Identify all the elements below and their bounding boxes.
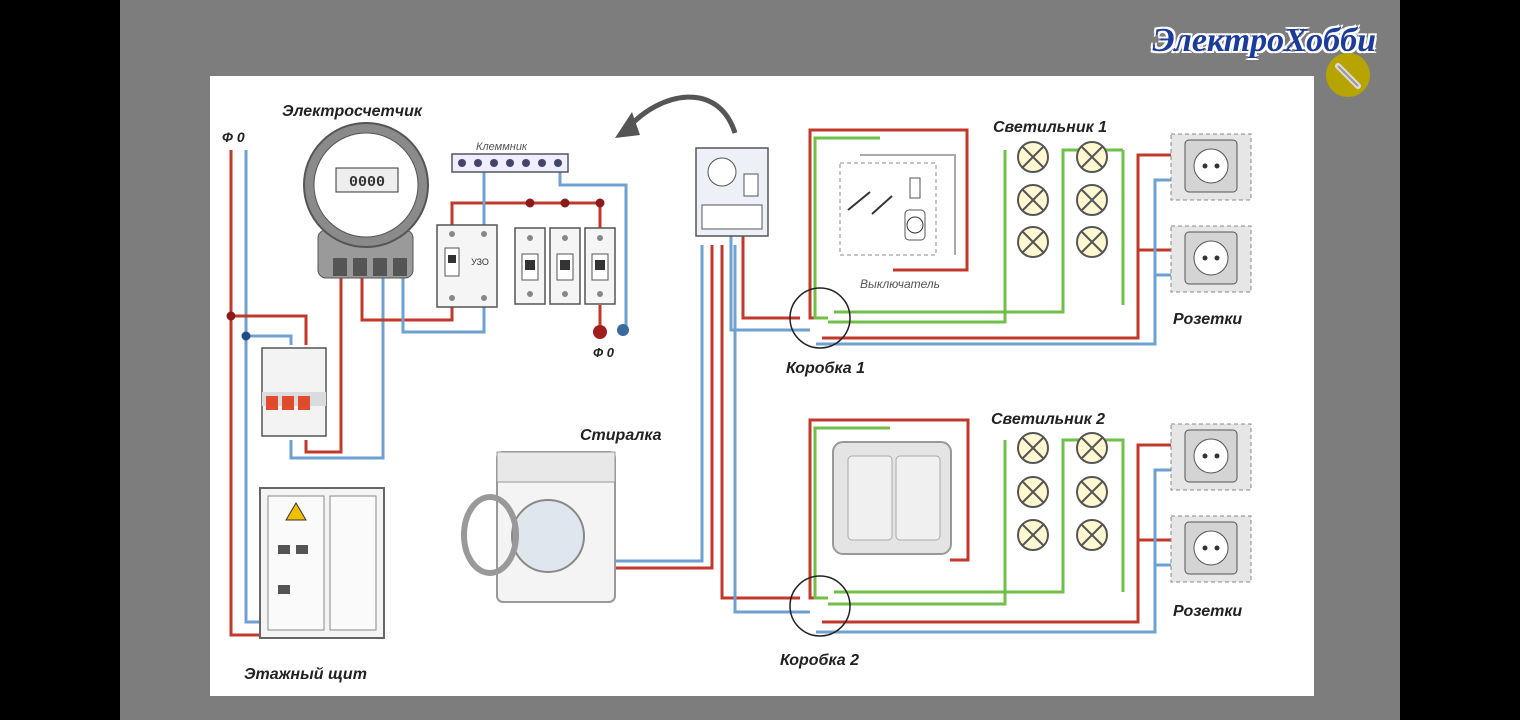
junction-box-1: [789, 287, 851, 349]
lamp-icon: [1017, 519, 1049, 551]
lamp-icon: [1076, 432, 1108, 464]
sockets2-label: Розетки: [1173, 603, 1242, 620]
washer-icon: [461, 451, 616, 603]
phase-terminal: [593, 325, 607, 339]
floor-panel-icon: [259, 487, 385, 639]
rcd-device: [436, 224, 498, 308]
lamp-icon: [1076, 184, 1108, 216]
box1-label: Коробка 1: [786, 360, 865, 377]
lamp2-label: Светильник 2: [991, 411, 1105, 428]
wires-group1: [729, 128, 1175, 346]
lamp-icon: [1017, 226, 1049, 258]
socket-icon: [1170, 225, 1252, 293]
switch-icon: [832, 441, 952, 555]
phase-zero-label-bottom: Ф 0: [593, 345, 615, 360]
phase-zero-label-top: Ф 0: [222, 129, 245, 145]
breaker-icon: [584, 227, 616, 305]
meter-label: Электросчетчик: [282, 103, 423, 120]
terminal-block-label: Клеммник: [476, 141, 528, 153]
lamp-icon: [1017, 141, 1049, 173]
lamp-icon: [1076, 519, 1108, 551]
socket-icon: [1170, 515, 1252, 583]
brand-logo: ЭлектроХобби: [1152, 22, 1376, 59]
wires-group2: [720, 245, 1175, 634]
floor-panel-label: Этажный щит: [244, 666, 367, 683]
breaker-icon: [514, 227, 546, 305]
lamp-icon: [1076, 476, 1108, 508]
switch-schematic: [839, 162, 937, 256]
lamp-icon: [1076, 226, 1108, 258]
meter-display: 0000: [349, 174, 385, 191]
lamp-icon: [1076, 141, 1108, 173]
junction-box-2: [789, 575, 851, 637]
main-breaker-icon: [261, 347, 327, 437]
breaker-icon: [549, 227, 581, 305]
pen-icon[interactable]: [1318, 52, 1378, 98]
arrow-icon: [626, 94, 738, 134]
terminal-block: [451, 153, 569, 173]
lamp1-label: Светильник 1: [993, 119, 1107, 136]
lamp-icon: [1017, 476, 1049, 508]
lamp-icon: [1017, 184, 1049, 216]
zero-terminal: [617, 324, 629, 336]
washer-label: Стиралка: [580, 427, 662, 444]
distribution-panel-icon: [695, 147, 769, 237]
socket-icon: [1170, 423, 1252, 491]
meter-icon: [303, 122, 429, 279]
sockets1-label: Розетки: [1173, 311, 1242, 328]
socket-icon: [1170, 133, 1252, 201]
lamp-icon: [1017, 432, 1049, 464]
rcd-label: УЗО: [471, 257, 489, 267]
box2-label: Коробка 2: [780, 652, 859, 669]
switch-label: Выключатель: [860, 277, 940, 291]
